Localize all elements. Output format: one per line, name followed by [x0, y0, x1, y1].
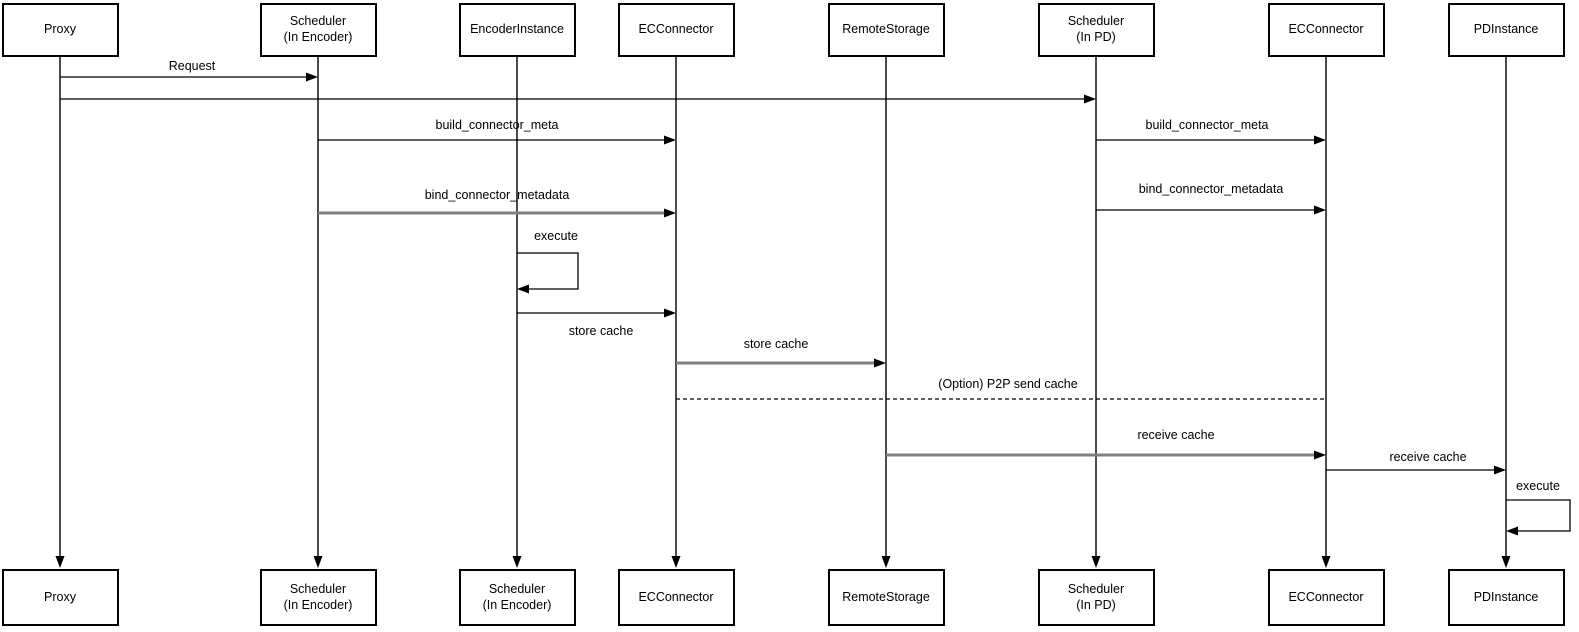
arrowhead	[1494, 465, 1506, 475]
arrowhead	[1501, 556, 1511, 568]
participant-top-ec-connector: ECConnector	[617, 3, 735, 57]
participant-bottom-scheduler-encoder: Scheduler (In Encoder)	[259, 569, 377, 626]
arrowhead	[874, 358, 886, 368]
participant-top-ec-connector-2: ECConnector	[1267, 3, 1385, 57]
participant-bottom-pd-instance: PDInstance	[1447, 569, 1565, 626]
arrowhead	[671, 556, 681, 568]
participant-bottom-scheduler-pd: Scheduler (In PD)	[1037, 569, 1155, 626]
message-label-build-connector-meta-2: build_connector_meta	[1145, 118, 1269, 132]
message-label-receive-cache-1: receive cache	[1137, 428, 1215, 442]
message-label-encoder-to-connector: store cache	[568, 324, 634, 338]
participant-bottom-ec-connector-2: ECConnector	[1267, 569, 1385, 626]
message-label-bind-connector-metadata-2: bind_connector_metadata	[1138, 182, 1284, 196]
message-label-execute-pd: execute	[1516, 479, 1560, 493]
arrowhead	[517, 284, 529, 294]
self-message-execute-encoder	[517, 252, 579, 290]
participant-top-remote-storage: RemoteStorage	[827, 3, 945, 57]
participant-bottom-proxy: Proxy	[1, 569, 119, 626]
arrowhead	[664, 135, 676, 145]
participant-bottom-ec-connector: ECConnector	[617, 569, 735, 626]
arrowhead	[1321, 556, 1331, 568]
arrowhead	[664, 208, 676, 218]
arrowhead	[55, 556, 65, 568]
arrowhead	[306, 72, 318, 82]
arrowhead	[1084, 94, 1096, 104]
message-label-receive-cache-2: receive cache	[1389, 450, 1467, 464]
message-label-execute-encoder: execute	[534, 229, 578, 243]
participant-bottom-remote-storage: RemoteStorage	[827, 569, 945, 626]
arrowhead	[1091, 556, 1101, 568]
participant-bottom-encoder-instance: Scheduler (In Encoder)	[458, 569, 576, 626]
message-label-build-connector-meta-1: build_connector_meta	[435, 118, 559, 132]
arrowhead	[1314, 205, 1326, 215]
message-label-p2p-send-cache: (Option) P2P send cache	[938, 377, 1078, 391]
message-label-request: Request	[168, 59, 216, 73]
arrowhead	[313, 556, 323, 568]
arrowhead	[1506, 526, 1518, 536]
participant-top-scheduler-encoder: Scheduler (In Encoder)	[259, 3, 377, 57]
participant-top-proxy: Proxy	[1, 3, 119, 57]
participant-top-scheduler-pd: Scheduler (In PD)	[1037, 3, 1155, 57]
arrowhead	[664, 308, 676, 318]
arrowhead	[881, 556, 891, 568]
participant-top-encoder-instance: EncoderInstance	[458, 3, 576, 57]
arrowhead	[1314, 450, 1326, 460]
message-label-bind-connector-metadata-1: bind_connector_metadata	[424, 188, 570, 202]
participant-top-pd-instance: PDInstance	[1447, 3, 1565, 57]
arrowhead	[1314, 135, 1326, 145]
arrowhead	[512, 556, 522, 568]
message-label-store-cache-remote: store cache	[743, 337, 809, 351]
self-message-execute-pd	[1506, 499, 1571, 532]
